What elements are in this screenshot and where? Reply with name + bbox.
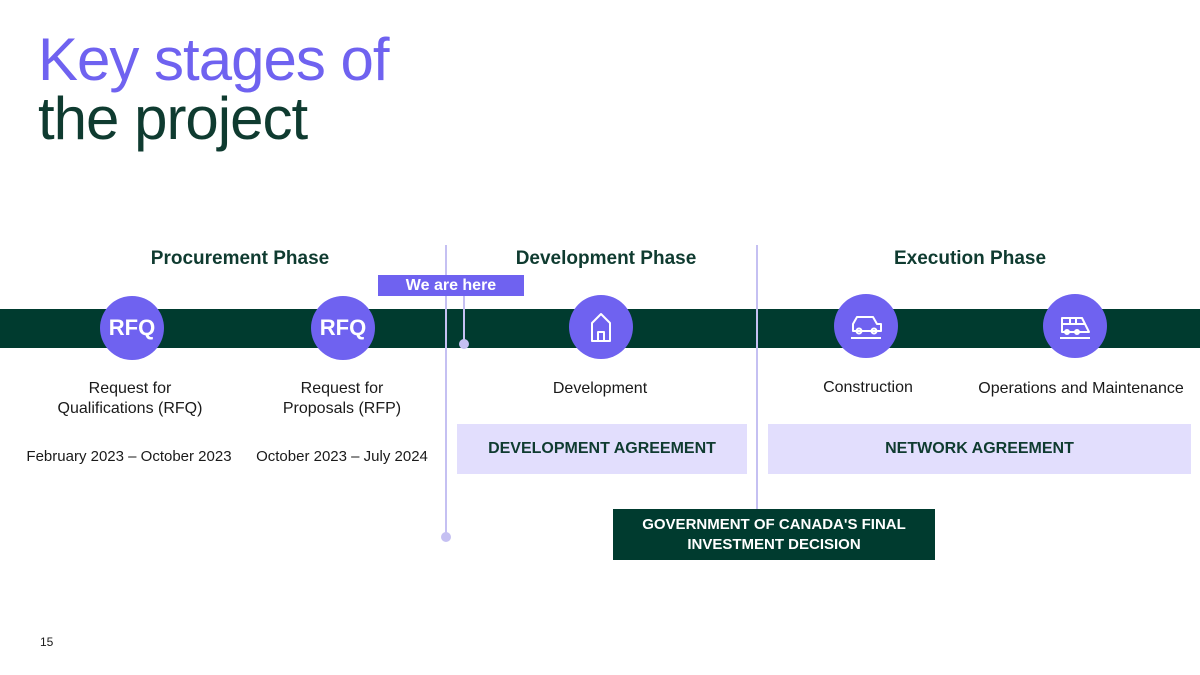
final-investment-decision-box: GOVERNMENT OF CANADA'S FINAL INVESTMENT … <box>613 509 935 560</box>
stage-label-development: Development <box>552 380 648 397</box>
train-icon <box>1060 317 1090 339</box>
page-number: 15 <box>40 635 54 649</box>
stage-label-rfq-line1: Request for <box>88 380 172 397</box>
car-icon <box>851 316 882 339</box>
phase-divider-2 <box>756 245 758 510</box>
decision-line-2: INVESTMENT DECISION <box>687 535 861 553</box>
phase-divider-1-end-dot <box>441 532 451 542</box>
page-title: Key stages of the project <box>38 26 390 152</box>
rfq-text-icon: RFQ <box>108 315 156 340</box>
we-are-here-marker: We are here <box>378 275 524 296</box>
stage-label-operations: Operations and Maintenance <box>978 380 1184 397</box>
development-stage-icon <box>569 295 633 359</box>
title-line-1: Key stages of <box>38 26 390 93</box>
rfq-stage-icon: RFQ <box>100 296 164 360</box>
decision-line-1: GOVERNMENT OF CANADA'S FINAL <box>642 515 906 533</box>
stage-label-construction: Construction <box>823 379 913 396</box>
stage-label-rfp-line2: Proposals (RFP) <box>282 400 402 417</box>
title-line-2: the project <box>38 85 308 152</box>
phase-procurement: Procurement Phase <box>150 248 330 269</box>
stage-label-rfp-line1: Request for <box>300 380 384 397</box>
stage-date-rfq: February 2023 – October 2023 <box>26 448 232 465</box>
construction-stage-icon <box>834 294 898 358</box>
development-agreement-box: DEVELOPMENT AGREEMENT <box>457 424 747 474</box>
stage-label-rfp: Request for Proposals (RFP) <box>252 379 432 419</box>
house-icon <box>591 313 611 342</box>
phase-development: Development Phase <box>515 248 697 269</box>
network-agreement-box: NETWORK AGREEMENT <box>768 424 1191 474</box>
stage-label-rfq-line2: Qualifications (RFQ) <box>57 400 203 417</box>
we-are-here-dot <box>459 339 469 349</box>
rfp-stage-icon: RFQ <box>311 296 375 360</box>
stage-date-rfp: October 2023 – July 2024 <box>256 448 428 465</box>
phase-divider-1 <box>445 245 447 537</box>
we-are-here-line <box>463 296 465 342</box>
phase-execution: Execution Phase <box>893 248 1047 269</box>
stage-label-rfq: Request for Qualifications (RFQ) <box>30 379 230 419</box>
rfq-text-icon: RFQ <box>319 315 367 340</box>
operations-stage-icon <box>1043 294 1107 358</box>
